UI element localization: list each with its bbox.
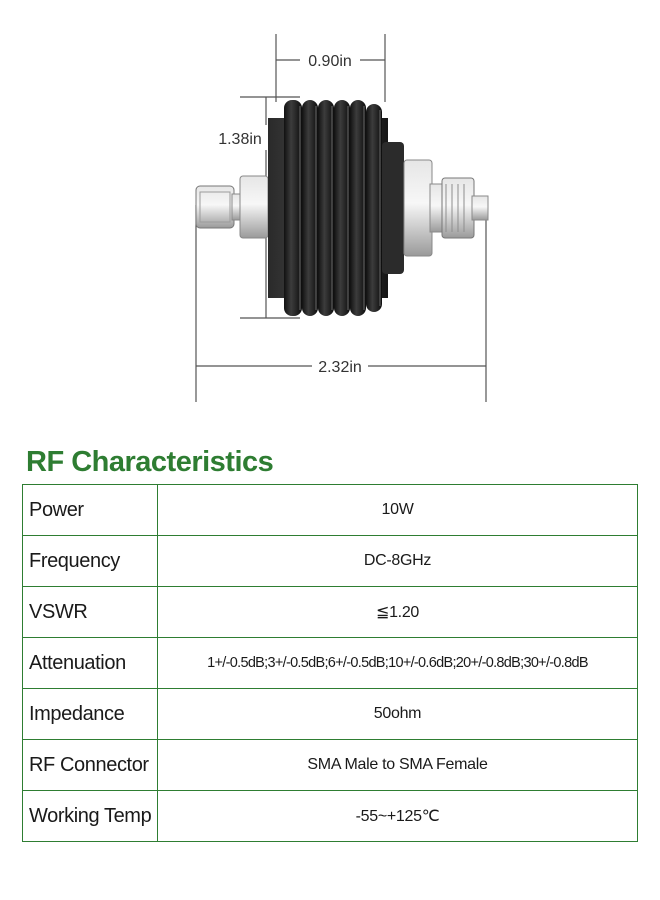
dimension-label-width: 0.90in (308, 53, 352, 70)
table-row: VSWR ≦1.20 (22, 586, 638, 638)
sma-female-connector (195, 175, 269, 239)
rf-characteristics-table: Power 10W Frequency DC-8GHz VSWR ≦1.20 A… (22, 484, 638, 842)
spec-label: Working Temp (22, 790, 158, 842)
spec-label: Attenuation (22, 637, 158, 689)
spec-label: Impedance (22, 688, 158, 740)
table-row: RF Connector SMA Male to SMA Female (22, 739, 638, 791)
spec-value: ≦1.20 (157, 586, 638, 638)
spec-value: -55~+125℃ (157, 790, 638, 842)
table-row: Power 10W (22, 484, 638, 536)
table-row: Impedance 50ohm (22, 688, 638, 740)
spec-value: SMA Male to SMA Female (157, 739, 638, 791)
attenuator-drawing: 0.90in 1.38in 2.32in (195, 34, 489, 402)
spec-label: Frequency (22, 535, 158, 587)
dimension-lines (195, 34, 487, 402)
heat-sink (268, 100, 404, 316)
dimension-label-length: 2.32in (318, 359, 362, 376)
spec-label: RF Connector (22, 739, 158, 791)
spec-value: 10W (157, 484, 638, 536)
product-dimension-figure: 0.90in 1.38in 2.32in (0, 0, 660, 420)
spec-label: Power (22, 484, 158, 536)
table-row: Frequency DC-8GHz (22, 535, 638, 587)
dimension-label-height: 1.38in (218, 131, 262, 148)
table-row: Working Temp -55~+125℃ (22, 790, 638, 842)
section-title: RF Characteristics (26, 446, 274, 478)
spec-value: DC-8GHz (157, 535, 638, 587)
table-row: Attenuation 1+/-0.5dB;3+/-0.5dB;6+/-0.5d… (22, 637, 638, 689)
spec-label: VSWR (22, 586, 158, 638)
spec-value: 1+/-0.5dB;3+/-0.5dB;6+/-0.5dB;10+/-0.6dB… (157, 637, 638, 689)
sma-male-connector (403, 159, 489, 257)
spec-value: 50ohm (157, 688, 638, 740)
